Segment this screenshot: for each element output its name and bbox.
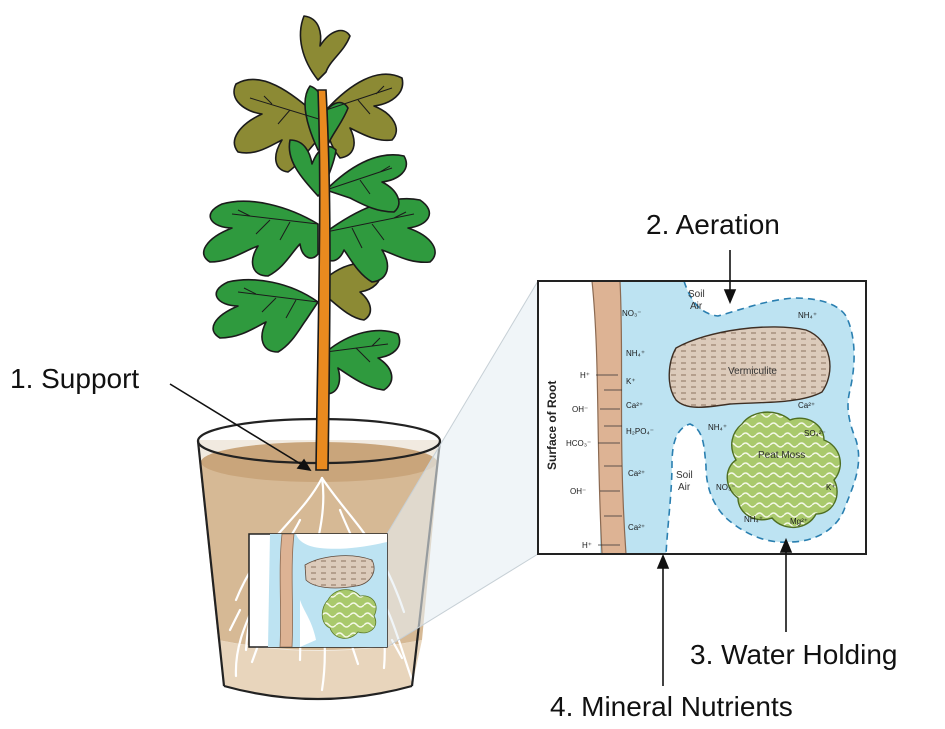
film-ion: K⁺	[626, 377, 636, 386]
film-ion: H₂PO₄⁻	[626, 427, 654, 436]
leaf	[325, 73, 404, 159]
particle-ion: NH₄⁺	[708, 423, 727, 432]
label-aeration: 2. Aeration	[646, 209, 780, 240]
film-ion: NO₃⁻	[622, 309, 641, 318]
root-surface	[591, 281, 627, 554]
leaf	[325, 329, 401, 395]
soil-air-top-line1: Soil	[688, 289, 705, 300]
root-ion: OH⁻	[572, 405, 588, 414]
leaf	[325, 198, 436, 283]
surface-of-root-label: Surface of Root	[545, 381, 559, 470]
film-ion: NH₄⁺	[626, 349, 645, 358]
particle-ion: NH₄⁺	[744, 515, 763, 524]
leaf	[203, 200, 319, 277]
plant	[203, 15, 436, 471]
leaf	[299, 15, 351, 81]
particle-ion: K⁺	[826, 483, 836, 492]
label-water-holding: 3. Water Holding	[690, 639, 898, 670]
particle-ion: SO₄²⁻	[804, 429, 826, 438]
film-ion: Ca²⁺	[628, 523, 645, 532]
label-support: 1. Support	[10, 363, 139, 394]
ion-arrows	[596, 374, 622, 546]
root-ion: HCO₃⁻	[566, 439, 591, 448]
vermiculite-label: Vermiculite	[728, 366, 777, 377]
particle-ion: Ca²⁺	[798, 401, 815, 410]
particle-ion: Mg²⁺	[790, 517, 808, 526]
particle-ion: NO₃⁻	[716, 483, 735, 492]
particle-ion: NH₄⁺	[798, 311, 817, 320]
root-ion: H⁺	[580, 371, 590, 380]
peat-moss-particle	[726, 411, 842, 528]
callout-arrows	[169, 250, 793, 686]
leaf	[212, 279, 319, 353]
label-mineral-nutrients: 4. Mineral Nutrients	[550, 691, 793, 722]
soil-air-top-line2: Air	[690, 301, 703, 312]
peat-moss-label: Peat Moss	[758, 450, 805, 461]
stem	[315, 89, 331, 471]
soil-air-mid-line2: Air	[678, 482, 691, 493]
root-ion: OH⁻	[570, 487, 586, 496]
soil-inset: Surface of Root Soil Air Soil Air Vermic…	[537, 280, 867, 555]
soil-air-mid-line1: Soil	[676, 470, 693, 481]
leaf	[325, 154, 407, 213]
mini-inset	[248, 533, 388, 648]
vermiculite-particle	[668, 326, 831, 408]
root-ion: H⁺	[582, 541, 592, 550]
film-ion: Ca²⁺	[626, 401, 643, 410]
film-ion: Ca²⁺	[628, 469, 645, 478]
